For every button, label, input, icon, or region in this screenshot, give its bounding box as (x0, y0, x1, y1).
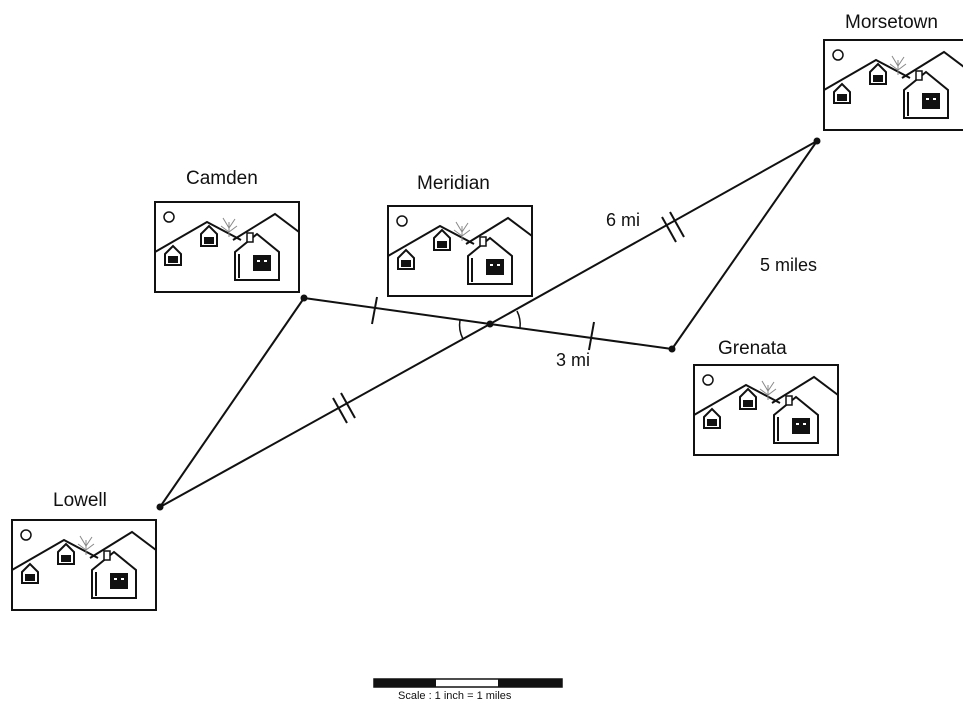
morsetown-town-icon (823, 39, 963, 131)
tick-meridian-grenata (588, 321, 595, 351)
tick-camden-meridian (371, 296, 378, 325)
city-label-lowell: Lowell (53, 490, 107, 511)
scale-bar (373, 678, 563, 688)
grenata-town-icon (693, 364, 839, 456)
road-meridian-grenata (489, 323, 673, 350)
city-label-grenata: Grenata (718, 338, 787, 359)
camden-town-icon (154, 201, 300, 293)
road-grenata-morsetown (671, 140, 818, 350)
grenata-point (668, 345, 676, 353)
angle-arc-right (516, 310, 521, 329)
meridian-point (486, 320, 494, 328)
road-meridian-morsetown (489, 140, 818, 325)
city-label-morsetown: Morsetown (845, 12, 938, 33)
morsetown-point (813, 137, 821, 145)
double-tick-lowell-b (340, 392, 356, 419)
camden-point (300, 294, 308, 302)
scale-caption: Scale : 1 inch = 1 miles (398, 690, 512, 702)
city-label-meridian: Meridian (417, 173, 490, 194)
meridian-town-icon (387, 205, 533, 297)
distance-label-meridian-grenata: 3 mi (556, 350, 591, 370)
road-lowell-camden (159, 297, 305, 508)
lowell-point (156, 503, 164, 511)
double-tick-lowell-a (332, 397, 348, 424)
road-lowell-meridian (159, 323, 491, 508)
double-tick-morsetown-a (661, 216, 677, 243)
angle-arc-left (458, 319, 464, 340)
distance-label-morsetown-grenata: 5 miles (760, 255, 818, 275)
road-camden-meridian (303, 297, 491, 325)
lowell-town-icon (11, 519, 157, 611)
distance-label-meridian-morsetown: 6 mi (606, 210, 641, 230)
double-tick-morsetown-b (669, 211, 685, 238)
city-label-camden: Camden (186, 168, 258, 189)
